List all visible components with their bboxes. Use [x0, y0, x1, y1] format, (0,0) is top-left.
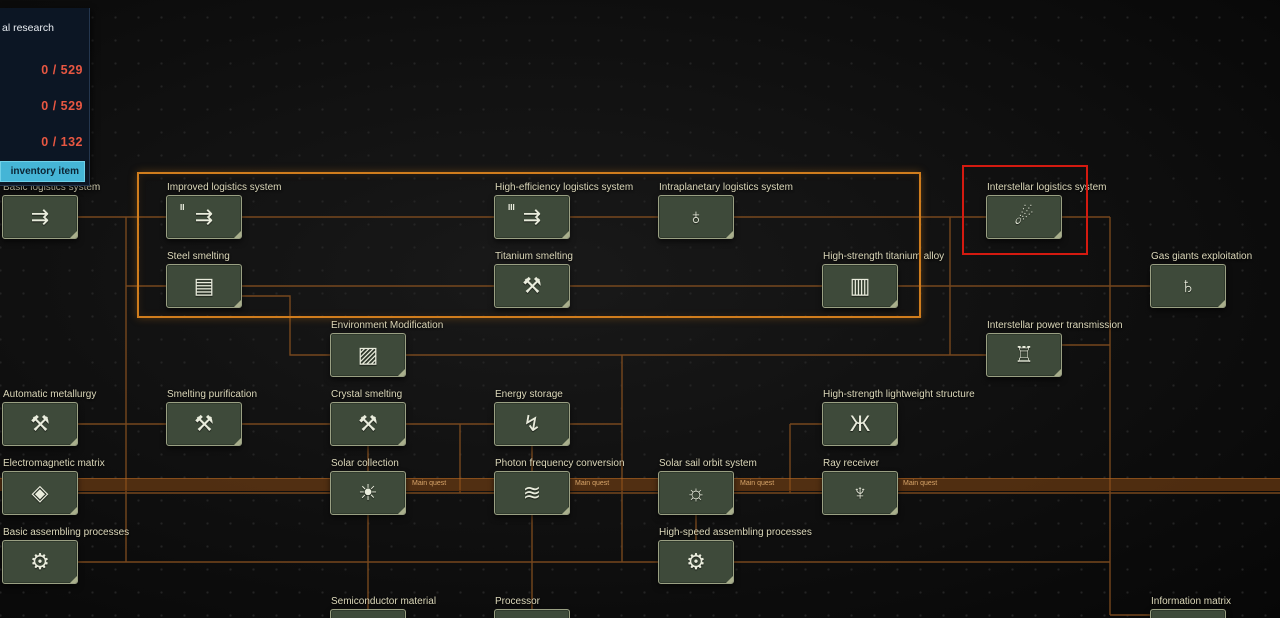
tech-node-frame: ↯ [494, 402, 570, 446]
tech-node-frame: ⚒ [2, 402, 78, 446]
tech-node-frame: ⚒ [166, 402, 242, 446]
tech-node-label: Information matrix [1151, 596, 1231, 607]
tech-node-frame: ♄ [1150, 264, 1226, 308]
tech-node-frame: ♆ [822, 471, 898, 515]
power-tower-icon: ♖ [1014, 344, 1034, 366]
crossed-beams-icon: Ж [850, 413, 870, 435]
tech-node-basic-logistics-system[interactable]: Basic logistics system⇉ [2, 195, 78, 239]
tech-node-crystal-smelting[interactable]: Crystal smelting⚒ [330, 402, 406, 446]
tech-node-semiconductor-material[interactable]: Semiconductor material▦ [330, 609, 406, 618]
tech-node-label: Automatic metallurgy [3, 389, 96, 400]
accumulator-icon: ↯ [523, 413, 541, 435]
tech-node-label: Environment Modification [331, 320, 443, 331]
tech-node-frame: ▨ [330, 333, 406, 377]
tech-node-high-speed-assembling-processes[interactable]: High-speed assembling processes⚙ [658, 540, 734, 584]
tech-node-label: Smelting purification [167, 389, 257, 400]
research-counter: 0 / 529 [41, 99, 83, 113]
anvil-icon: ⚒ [30, 413, 50, 435]
tech-node-frame: ⚙ [658, 540, 734, 584]
frequency-wave-icon: ≋ [523, 482, 541, 504]
tech-node-frame: ☼ [658, 471, 734, 515]
terrain-foundation-icon: ▨ [358, 344, 379, 366]
tech-node-frame: ▩ [494, 609, 570, 618]
tech-node-frame: ⚒ [330, 402, 406, 446]
tech-node-label: Electromagnetic matrix [3, 458, 105, 469]
tech-node-electromagnetic-matrix[interactable]: Electromagnetic matrix◈ [2, 471, 78, 515]
tech-node-label: Interstellar power transmission [987, 320, 1123, 331]
tech-node-frame: ⚙ [2, 540, 78, 584]
research-counter: 0 / 529 [41, 63, 83, 77]
assembler-fast-icon: ⚙ [686, 551, 706, 573]
tech-node-label: Crystal smelting [331, 389, 402, 400]
tech-node-frame: ◈ [2, 471, 78, 515]
tech-node-solar-collection[interactable]: Solar collection☀ [330, 471, 406, 515]
research-panel-title: al research [2, 22, 54, 34]
tech-node-frame: ☀ [330, 471, 406, 515]
tech-node-smelting-purification[interactable]: Smelting purification⚒ [166, 402, 242, 446]
tech-node-photon-frequency-conversion[interactable]: Photon frequency conversion≋ [494, 471, 570, 515]
antenna-icon: ♆ [852, 482, 869, 504]
solar-sail-icon: ☼ [686, 482, 706, 504]
selected-tech-frame [962, 165, 1088, 255]
tech-node-frame: Ж [822, 402, 898, 446]
tech-node-label: Solar sail orbit system [659, 458, 757, 469]
inventory-item-button[interactable]: inventory item [0, 161, 85, 182]
tech-node-high-strength-lightweight-structure[interactable]: High-strength lightweight structureЖ [822, 402, 898, 446]
sorter-icon: ⇉ [31, 206, 49, 228]
sun-icon: ☀ [358, 482, 378, 504]
tech-node-frame: ♖ [986, 333, 1062, 377]
tech-node-label: Gas giants exploitation [1151, 251, 1252, 262]
tech-node-label: Energy storage [495, 389, 563, 400]
research-counter: 0 / 132 [41, 135, 83, 149]
tech-node-label: High-speed assembling processes [659, 527, 812, 538]
tech-node-frame: ⇉ [2, 195, 78, 239]
tech-node-ray-receiver[interactable]: Ray receiver♆ [822, 471, 898, 515]
tech-node-automatic-metallurgy[interactable]: Automatic metallurgy⚒ [2, 402, 78, 446]
tech-node-basic-assembling-processes[interactable]: Basic assembling processes⚙ [2, 540, 78, 584]
matrix-cube-icon: ◈ [32, 482, 49, 504]
tech-node-label: High-strength lightweight structure [823, 389, 975, 400]
tech-node-energy-storage[interactable]: Energy storage↯ [494, 402, 570, 446]
gas-giant-icon: ♄ [1180, 275, 1197, 297]
tech-node-label: Semiconductor material [331, 596, 436, 607]
anvil-crystal-icon: ⚒ [358, 413, 378, 435]
tech-node-frame: ◈ [1150, 609, 1226, 618]
tech-node-environment-modification[interactable]: Environment Modification▨ [330, 333, 406, 377]
tech-node-information-matrix[interactable]: Information matrix◈ [1150, 609, 1226, 618]
tech-node-label: Ray receiver [823, 458, 879, 469]
tech-node-label: Processor [495, 596, 540, 607]
tech-node-interstellar-power-transmission[interactable]: Interstellar power transmission♖ [986, 333, 1062, 377]
tech-node-solar-sail-orbit-system[interactable]: Solar sail orbit system☼ [658, 471, 734, 515]
anvil-purify-icon: ⚒ [194, 413, 214, 435]
tech-node-gas-giants-exploitation[interactable]: Gas giants exploitation♄ [1150, 264, 1226, 308]
tech-node-frame: ≋ [494, 471, 570, 515]
tech-node-processor[interactable]: Processor▩ [494, 609, 570, 618]
quest-highlight-frame [137, 172, 921, 318]
tech-node-label: Basic assembling processes [3, 527, 129, 538]
research-panel: al research 0 / 529 0 / 529 0 / 132 inve… [0, 8, 90, 186]
assembler-icon: ⚙ [30, 551, 50, 573]
tech-node-frame: ▦ [330, 609, 406, 618]
tech-node-label: Photon frequency conversion [495, 458, 625, 469]
tech-node-label: Solar collection [331, 458, 399, 469]
